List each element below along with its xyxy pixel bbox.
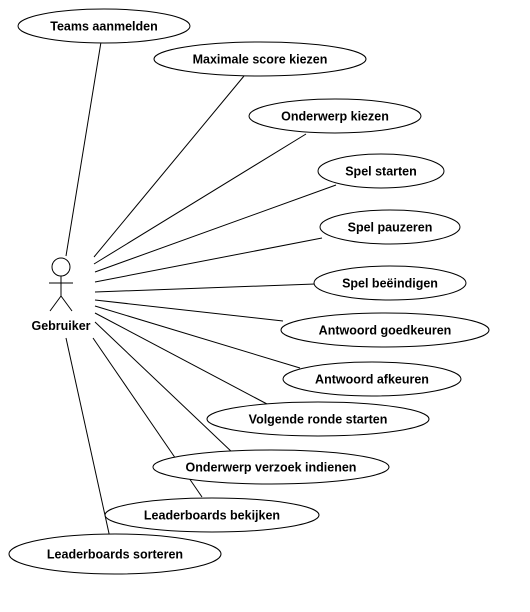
use-case-antwoord-goedkeuren: Antwoord goedkeuren [280, 312, 490, 348]
use-case-label: Leaderboards bekijken [144, 509, 280, 523]
use-case-leaderboards-bekijken: Leaderboards bekijken [104, 497, 320, 533]
association-leaderboards-sorteren [65, 337, 111, 539]
association-spel-starten [94, 184, 337, 273]
use-case-label: Spel pauzeren [348, 221, 433, 235]
use-case-label: Antwoord afkeuren [315, 373, 429, 387]
association-onderwerp-kiezen [93, 133, 307, 265]
use-case-label: Spel starten [345, 165, 417, 179]
association-spel-pauzeren [94, 237, 323, 283]
association-antwoord-afkeuren [94, 305, 301, 369]
association-onderwerp-verzoek-indienen [94, 321, 235, 455]
actor-head [51, 257, 71, 277]
use-case-label: Leaderboards sorteren [47, 548, 183, 562]
actor-left-leg [49, 295, 62, 312]
use-case-onderwerp-kiezen: Onderwerp kiezen [248, 98, 422, 134]
use-case-maximale-score-kiezen: Maximale score kiezen [153, 41, 367, 77]
association-maximale-score-kiezen [93, 75, 245, 258]
actor-gebruiker [49, 257, 73, 312]
use-case-label: Onderwerp verzoek indienen [186, 461, 357, 475]
actor-right-leg [60, 295, 73, 312]
use-case-leaderboards-sorteren: Leaderboards sorteren [8, 533, 222, 575]
use-case-label: Teams aanmelden [50, 20, 157, 34]
association-spel-beeindigen [94, 283, 316, 293]
use-case-onderwerp-verzoek-indienen: Onderwerp verzoek indienen [152, 449, 390, 485]
use-case-label: Maximale score kiezen [193, 53, 328, 67]
use-case-antwoord-afkeuren: Antwoord afkeuren [282, 361, 462, 397]
use-case-teams-aanmelden: Teams aanmelden [17, 8, 191, 44]
use-case-label: Volgende ronde starten [249, 413, 388, 427]
association-volgende-ronde-starten [94, 312, 268, 405]
use-case-spel-beeindigen: Spel beëindigen [313, 265, 467, 301]
use-case-label: Onderwerp kiezen [281, 110, 389, 124]
association-teams-aanmelden [65, 41, 102, 257]
use-case-spel-pauzeren: Spel pauzeren [319, 209, 461, 245]
use-case-label: Spel beëindigen [342, 277, 438, 291]
association-antwoord-goedkeuren [94, 299, 284, 322]
associations [65, 41, 337, 539]
actor-label: Gebruiker [31, 319, 90, 333]
use-case-label: Antwoord goedkeuren [319, 324, 452, 338]
use-case-volgende-ronde-starten: Volgende ronde starten [206, 401, 430, 437]
use-case-spel-starten: Spel starten [317, 153, 445, 189]
